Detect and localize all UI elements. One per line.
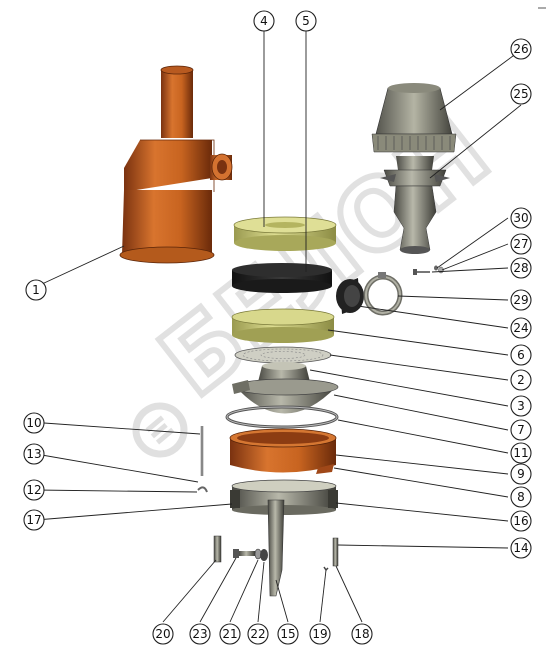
- callout-22: 22: [247, 623, 269, 645]
- svg-text:8: 8: [517, 490, 525, 504]
- part-19-pin: [323, 566, 329, 572]
- callout-7: 7: [510, 419, 532, 441]
- svg-text:23: 23: [192, 627, 207, 641]
- callout-13: 13: [23, 443, 45, 465]
- svg-text:15: 15: [280, 627, 295, 641]
- part-4-filter: [233, 216, 337, 251]
- part-16-band: [230, 479, 338, 515]
- svg-text:25: 25: [513, 87, 528, 101]
- callout-16: 16: [510, 510, 532, 532]
- svg-text:14: 14: [513, 541, 528, 555]
- callout-10: 10: [23, 412, 45, 434]
- svg-text:27: 27: [513, 237, 528, 251]
- svg-text:19: 19: [312, 627, 327, 641]
- svg-text:16: 16: [513, 514, 528, 528]
- callout-18: 18: [351, 623, 373, 645]
- callout-20: 20: [152, 623, 174, 645]
- part-30-nut: [434, 265, 438, 271]
- callout-9: 9: [510, 463, 532, 485]
- callout-24: 24: [510, 317, 532, 339]
- svg-text:4: 4: [260, 14, 268, 28]
- svg-text:13: 13: [26, 447, 41, 461]
- part-2-disc: [234, 346, 332, 364]
- part-26-cap: [371, 83, 457, 153]
- callout-21: 21: [219, 623, 241, 645]
- svg-text:30: 30: [513, 211, 528, 225]
- callout-6: 6: [510, 344, 532, 366]
- callout-2: 2: [510, 369, 532, 391]
- svg-text:21: 21: [222, 627, 237, 641]
- callout-30: 30: [510, 207, 532, 229]
- callout-15: 15: [277, 623, 299, 645]
- callout-12: 12: [23, 479, 45, 501]
- callout-3: 3: [510, 395, 532, 417]
- svg-text:6: 6: [517, 348, 525, 362]
- callout-19: 19: [309, 623, 331, 645]
- svg-text:2: 2: [517, 373, 525, 387]
- part-22-nut: [260, 549, 268, 561]
- callout-28: 28: [510, 257, 532, 279]
- callout-14: 14: [510, 537, 532, 559]
- part-9-cup: [229, 428, 337, 474]
- svg-text:10: 10: [26, 416, 41, 430]
- svg-text:28: 28: [513, 261, 528, 275]
- callout-5: 5: [295, 10, 317, 32]
- svg-text:18: 18: [354, 627, 369, 641]
- svg-text:9: 9: [517, 467, 525, 481]
- callout-17: 17: [23, 509, 45, 531]
- part-29-clamp: [363, 272, 403, 316]
- svg-text:29: 29: [513, 293, 528, 307]
- leader-lines: [35, 30, 522, 623]
- svg-text:26: 26: [513, 42, 528, 56]
- part-6-filter: [231, 308, 335, 343]
- part-28-screw: [413, 269, 430, 275]
- callout-29: 29: [510, 289, 532, 311]
- svg-text:1: 1: [32, 283, 40, 297]
- part-24-sleeve: [336, 278, 364, 314]
- callout-1: 1: [25, 279, 47, 301]
- callout-11: 11: [510, 442, 532, 464]
- part-15-bracket: [267, 499, 285, 597]
- callout-8: 8: [510, 486, 532, 508]
- callout-23: 23: [189, 623, 211, 645]
- svg-text:11: 11: [513, 446, 528, 460]
- svg-text:17: 17: [26, 513, 41, 527]
- part-7-ring: [225, 405, 339, 429]
- svg-text:24: 24: [513, 321, 528, 335]
- part-12-hook: [197, 486, 208, 493]
- svg-text:20: 20: [155, 627, 170, 641]
- svg-text:7: 7: [517, 423, 525, 437]
- svg-text:5: 5: [302, 14, 310, 28]
- part-25-precleaner: [380, 156, 450, 254]
- svg-text:22: 22: [250, 627, 265, 641]
- part-14-stud: [332, 537, 339, 567]
- part-5-filter: [232, 263, 332, 293]
- svg-text:3: 3: [517, 399, 525, 413]
- part-1-housing: [119, 65, 233, 264]
- part-23-bolt: [233, 549, 255, 558]
- callout-26: 26: [510, 38, 532, 60]
- callout-4: 4: [253, 10, 275, 32]
- svg-text:12: 12: [26, 483, 41, 497]
- callout-27: 27: [510, 233, 532, 255]
- callout-25: 25: [510, 83, 532, 105]
- part-20-stud: [213, 535, 222, 563]
